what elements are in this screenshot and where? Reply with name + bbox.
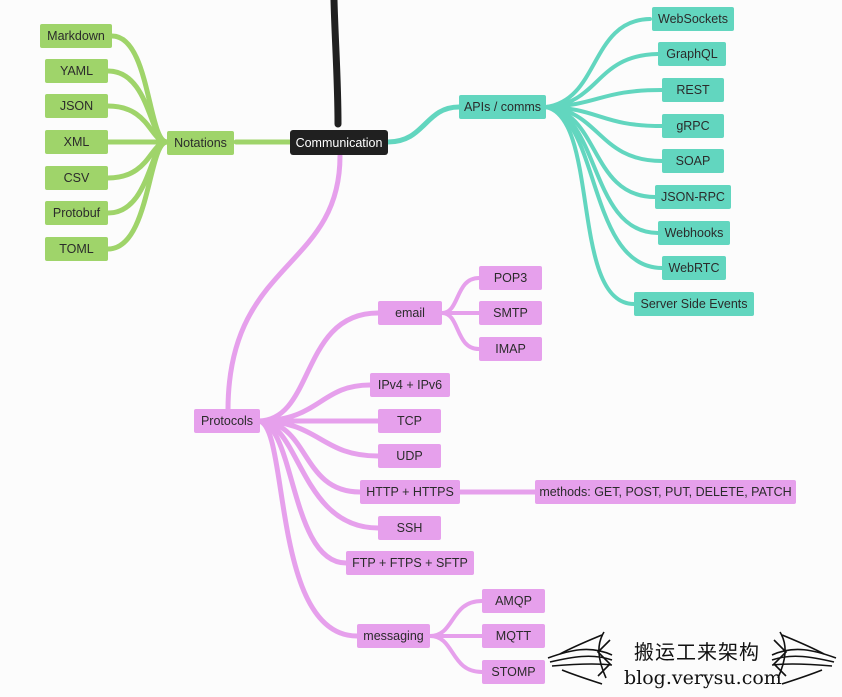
- protocol-udp[interactable]: UDP: [378, 444, 441, 468]
- messaging-amqp[interactable]: AMQP: [482, 589, 545, 613]
- notation-json[interactable]: JSON: [45, 94, 108, 118]
- api-rest[interactable]: REST: [662, 78, 724, 102]
- edge-protocols-email: [255, 310, 381, 424]
- api-graphql[interactable]: GraphQL: [658, 42, 726, 66]
- protocol-http[interactable]: HTTP + HTTPS: [360, 480, 460, 504]
- edge-notations-json: [105, 103, 170, 145]
- email-pop3[interactable]: POP3: [479, 266, 542, 290]
- edge-apis-sse: [544, 105, 636, 306]
- email-smtp[interactable]: SMTP: [479, 301, 542, 325]
- notation-protobuf[interactable]: Protobuf: [45, 201, 108, 225]
- protocol-ssh[interactable]: SSH: [378, 516, 441, 540]
- watermark-ornament-right: [771, 631, 837, 685]
- email-imap[interactable]: IMAP: [479, 337, 542, 361]
- edge-protocols-messaging: [255, 418, 360, 639]
- protocol-tcp[interactable]: TCP: [378, 409, 441, 433]
- protocol-email[interactable]: email: [378, 301, 442, 325]
- watermark-url: blog.verysu.com: [624, 667, 782, 689]
- protocol-ftp[interactable]: FTP + FTPS + SFTP: [346, 551, 474, 575]
- api-server-side-events[interactable]: Server Side Events: [634, 292, 754, 316]
- edge-protocols-ftp: [255, 418, 349, 566]
- apis-node[interactable]: APIs / comms: [459, 95, 546, 119]
- edge-protocols-http: [255, 418, 363, 495]
- api-grpc[interactable]: gRPC: [662, 114, 724, 138]
- api-webrtc[interactable]: WebRTC: [662, 256, 726, 280]
- api-soap[interactable]: SOAP: [662, 149, 724, 173]
- api-json-rpc[interactable]: JSON-RPC: [655, 185, 731, 209]
- protocol-messaging[interactable]: messaging: [357, 624, 430, 648]
- edge-apis-rest: [544, 88, 664, 109]
- notation-markdown[interactable]: Markdown: [40, 24, 112, 48]
- notations-node[interactable]: Notations: [167, 131, 234, 155]
- protocol-ip[interactable]: IPv4 + IPv6: [370, 373, 450, 397]
- root-trunk: [330, 0, 342, 128]
- notation-csv[interactable]: CSV: [45, 166, 108, 190]
- messaging-mqtt[interactable]: MQTT: [482, 624, 545, 648]
- edge-messaging-stomp: [428, 634, 484, 674]
- messaging-stomp[interactable]: STOMP: [482, 660, 545, 684]
- edge-root-protocols: [225, 153, 343, 413]
- api-websockets[interactable]: WebSockets: [652, 7, 734, 31]
- edge-messaging-amqp: [428, 599, 484, 638]
- edge-email-imap: [440, 311, 481, 351]
- root-node[interactable]: Communication: [290, 130, 388, 155]
- notation-toml[interactable]: TOML: [45, 237, 108, 261]
- api-webhooks[interactable]: Webhooks: [658, 221, 730, 245]
- protocols-node[interactable]: Protocols: [194, 409, 260, 433]
- notation-xml[interactable]: XML: [45, 130, 108, 154]
- edge-apis-websockets: [544, 17, 652, 109]
- notation-yaml[interactable]: YAML: [45, 59, 108, 83]
- watermark-ornament-left: [547, 631, 613, 685]
- http-methods[interactable]: methods: GET, POST, PUT, DELETE, PATCH: [535, 480, 796, 504]
- watermark-title: 搬运工来架构: [634, 640, 760, 664]
- edge-root-apis: [385, 104, 462, 145]
- edge-email-pop3: [440, 276, 481, 315]
- edge-notations-toml: [105, 139, 170, 252]
